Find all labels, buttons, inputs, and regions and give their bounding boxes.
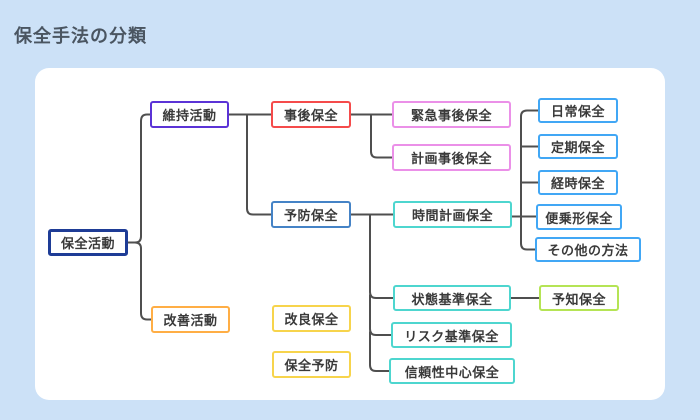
node-opportunistic-maintenance: 便乗形保全 — [536, 204, 622, 230]
page-title: 保全手法の分類 — [14, 26, 147, 46]
node-maintenance-activity: 保全活動 — [48, 229, 128, 256]
node-age-based-maintenance: 経時保全 — [538, 170, 618, 195]
node-predictive-maintenance: 予知保全 — [539, 285, 619, 311]
node-emergency-breakdown-maintenance: 緊急事後保全 — [392, 101, 511, 128]
node-planned-breakdown-maintenance: 計画事後保全 — [392, 144, 511, 171]
node-preventive-maintenance: 予防保全 — [271, 201, 351, 228]
node-improvement-activity: 改善活動 — [151, 306, 230, 333]
node-daily-maintenance: 日常保全 — [538, 98, 618, 123]
node-reliability-centered-maintenance: 信頼性中心保全 — [389, 358, 515, 384]
node-breakdown-maintenance: 事後保全 — [271, 101, 351, 128]
node-other-methods: その他の方法 — [535, 237, 641, 262]
node-sustaining-activity: 維持活動 — [150, 101, 229, 128]
node-maintenance-prevention: 保全予防 — [272, 351, 351, 378]
node-condition-based-maintenance: 状態基準保全 — [393, 285, 511, 311]
node-corrective-maintenance: 改良保全 — [272, 305, 351, 332]
node-periodic-maintenance: 定期保全 — [538, 134, 618, 159]
node-risk-based-maintenance: リスク基準保全 — [391, 322, 512, 348]
node-time-based-maintenance: 時間計画保全 — [393, 201, 512, 228]
